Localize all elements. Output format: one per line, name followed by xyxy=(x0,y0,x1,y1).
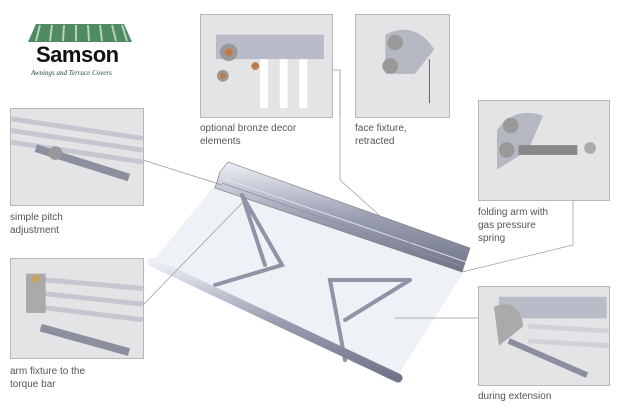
thumb-arm-fixture xyxy=(10,258,144,359)
folding-arms xyxy=(213,193,412,362)
label-line: elements xyxy=(200,136,241,147)
thumb-folding-arm xyxy=(478,100,610,201)
label-line: arm fixture to the xyxy=(10,366,86,377)
fabric-shadow xyxy=(150,185,465,380)
label-line: torque bar xyxy=(10,379,56,390)
label-line: simple pitch xyxy=(10,212,63,223)
thumb-face-fixture xyxy=(355,14,450,118)
label-line: gas pressure xyxy=(478,220,536,231)
thumb-during-extension xyxy=(478,286,610,386)
label-arm-fixture: arm fixture to the torque bar xyxy=(10,365,85,391)
label-face-fixture: face fixture, retracted xyxy=(355,122,407,148)
label-line: during extension xyxy=(478,391,552,402)
label-during-extension: during extension xyxy=(478,390,551,403)
cassette xyxy=(214,161,471,273)
label-folding-arm: folding arm with gas pressure spring xyxy=(478,206,548,245)
samson-logo: Samson Awnings and Terrace Covers xyxy=(28,22,132,82)
label-line: retracted xyxy=(355,136,395,147)
label-bronze-decor: optional bronze decor elements xyxy=(200,122,296,148)
logo-name: Samson xyxy=(36,42,119,67)
label-line: face fixture, xyxy=(355,123,407,134)
label-line: adjustment xyxy=(10,225,59,236)
logo-tagline: Awnings and Terrace Covers xyxy=(31,69,112,77)
label-pitch-adjustment: simple pitch adjustment xyxy=(10,211,63,237)
thumb-pitch-adjustment xyxy=(10,108,144,206)
front-bar xyxy=(147,257,403,383)
label-line: spring xyxy=(478,233,506,244)
label-line: folding arm with xyxy=(478,207,549,218)
label-line: optional bronze decor xyxy=(200,123,297,134)
thumb-bronze-decor xyxy=(200,14,333,118)
awning-logo-icon xyxy=(28,24,132,42)
